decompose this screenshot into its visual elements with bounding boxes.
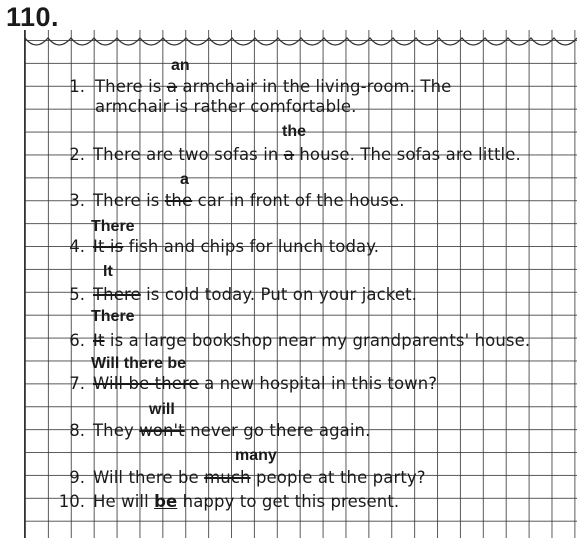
sentence-number-2: 2. (69, 145, 85, 164)
sentence-1-line-1: There is a armchair in the living-room. … (95, 77, 451, 96)
sentence-number-10: 10. (58, 492, 85, 511)
sentence-3-text-a: There is (93, 191, 165, 210)
notebook-page: an 1. There is a armchair in the living-… (24, 30, 577, 538)
sentence-9-text-a: Will there be (93, 468, 205, 487)
correction-2: the (282, 123, 306, 140)
sentence-1-struck-word: a (166, 77, 178, 96)
correction-4: There (91, 218, 135, 235)
sentence-10-text-a: He will (93, 492, 155, 511)
sentence-3-struck-word: the (164, 191, 193, 210)
sentence-10-underlined-word: be (154, 492, 178, 511)
sentence-number-1: 1. (69, 77, 85, 96)
sentence-7-text-b: a new hospital in this town? (198, 374, 438, 393)
sentence-2: There are two sofas in a house. The sofa… (93, 145, 521, 164)
sentence-5-text-b: is cold today. Put on your jacket. (140, 285, 418, 304)
sentence-8-text-a: They (93, 421, 140, 440)
sentence-7-struck-word: Will be there (93, 374, 199, 393)
sentence-1-text-a: There is (95, 77, 167, 96)
sentence-4-struck-word: It is (93, 237, 124, 256)
sentence-8-struck-word: won't (139, 421, 185, 440)
sentence-5: There is cold today. Put on your jacket. (93, 285, 417, 304)
correction-5: It (103, 263, 113, 280)
sentence-6-text-b: is a large bookshop near my grandparents… (104, 331, 531, 350)
correction-3: a (180, 171, 189, 188)
sentence-5-struck-word: There (93, 285, 141, 304)
sentence-2-text-a: There are two sofas in (93, 145, 284, 164)
exercise-number: 110. (6, 2, 60, 32)
sentence-number-7: 7. (69, 374, 85, 393)
correction-6: There (91, 308, 135, 325)
sentence-4: It is fish and chips for lunch today. (93, 237, 379, 256)
sentence-7: Will be there a new hospital in this tow… (93, 374, 437, 393)
correction-8: will (149, 401, 175, 418)
sentence-6: It is a large bookshop near my grandpare… (93, 331, 530, 350)
sentence-number-5: 5. (69, 285, 85, 304)
sentence-2-text-b: house. The sofas are little. (294, 145, 521, 164)
sentence-1-text-b: armchair in the living-room. The (177, 77, 452, 96)
correction-7: Will there be (91, 355, 186, 372)
sentence-1-line-2: armchair is rather comfortable. (95, 97, 357, 116)
sentence-8: They won't never go there again. (93, 421, 370, 440)
sentence-number-6: 6. (69, 331, 85, 350)
sentence-number-9: 9. (69, 468, 85, 487)
sentence-4-text-b: fish and chips for lunch today. (123, 237, 380, 256)
sentence-number-4: 4. (69, 237, 85, 256)
sentence-3: There is the car in front of the house. (93, 191, 405, 210)
sentence-2-struck-word: a (283, 145, 294, 164)
spiral-binding (25, 36, 577, 46)
sentence-10: He will be happy to get this present. (93, 492, 399, 511)
sentence-9-text-b: people at the party? (250, 468, 426, 487)
sentence-6-struck-word: It (93, 331, 105, 350)
sentence-number-3: 3. (69, 191, 85, 210)
sentence-9-struck-word: much (204, 468, 251, 487)
sentence-10-text-b: happy to get this present. (177, 492, 400, 511)
sentence-3-text-b: car in front of the house. (192, 191, 405, 210)
sentence-number-8: 8. (69, 421, 85, 440)
sentence-8-text-b: never go there again. (184, 421, 371, 440)
sentence-9: Will there be much people at the party? (93, 468, 426, 487)
correction-1: an (171, 57, 190, 74)
correction-9: many (235, 447, 277, 464)
